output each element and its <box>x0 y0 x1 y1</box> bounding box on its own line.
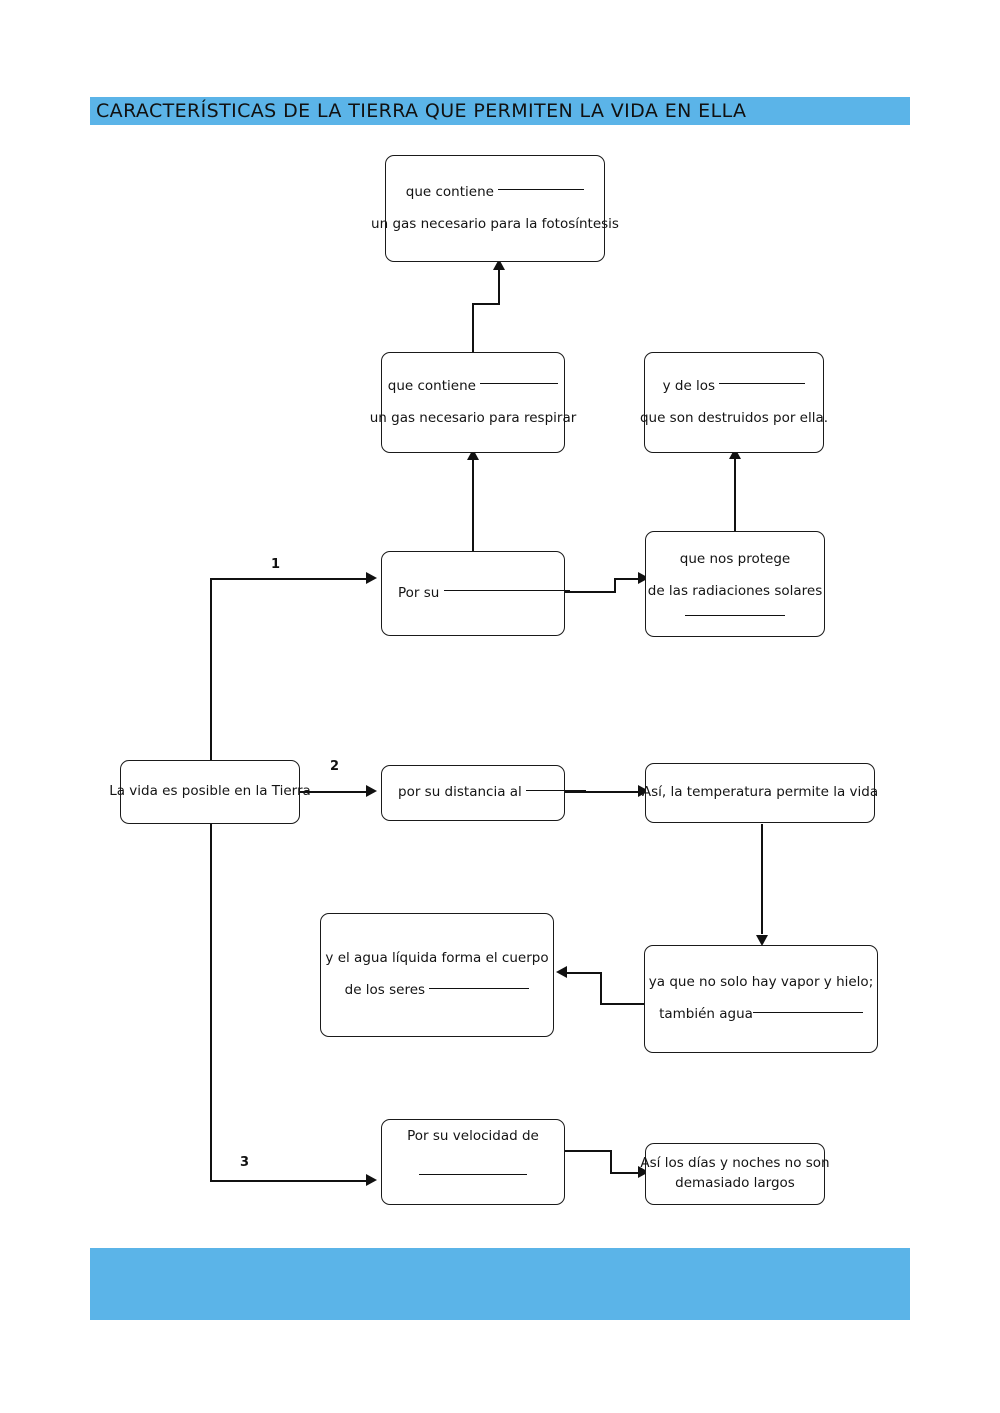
page-title: CARACTERÍSTICAS DE LA TIERRA QUE PERMITE… <box>96 100 747 122</box>
node-velocidad[interactable]: Por su velocidad de <box>381 1119 565 1205</box>
edge-spine-upper <box>210 578 212 768</box>
fill-in-blank[interactable] <box>419 1173 527 1175</box>
node-destruidos[interactable]: y de los que son destruidos por ella. <box>640 352 828 453</box>
node-raiz[interactable]: La vida es posible en la Tierra <box>109 760 311 824</box>
node-respirar-line1: que contiene <box>388 378 559 395</box>
node-dias-noches[interactable]: Así los días y noches no son demasiado l… <box>640 1143 830 1205</box>
node-vapor-hielo[interactable]: ya que no solo hay vapor y hielo; tambié… <box>644 945 878 1053</box>
edge-por-su-to-protege-riser <box>614 578 616 593</box>
fill-in-blank[interactable] <box>480 383 559 385</box>
node-destruidos-line1: y de los <box>663 378 806 395</box>
title-banner <box>90 97 910 125</box>
edge-distancia-to-temperatura <box>564 791 640 793</box>
node-temperatura-line1: Así, la temperatura permite la vida <box>641 784 879 801</box>
edge-spine-lower <box>210 816 212 1181</box>
node-temperatura[interactable]: Así, la temperatura permite la vida <box>641 763 879 823</box>
node-protege-line1: que nos protege <box>679 550 791 567</box>
node-raiz-line1: La vida es posible en la Tierra <box>109 783 311 800</box>
node-por-su-line1: Por su <box>390 585 570 602</box>
fill-in-blank[interactable] <box>719 383 806 385</box>
edge-respirar-riser <box>472 303 474 353</box>
node-distancia[interactable]: por su distancia al <box>381 765 587 821</box>
node-protege-line2: de las radiaciones solares <box>647 582 823 599</box>
node-agua-liquida-line1: y el agua líquida forma el cuerpo <box>325 950 549 967</box>
fill-in-blank[interactable] <box>752 1011 863 1013</box>
edge-velocidad-to-dias-riser <box>610 1150 612 1174</box>
edge-por-su-to-protege-b <box>614 578 640 580</box>
arrowhead-por-su-to-protege <box>638 572 649 584</box>
node-vapor-hielo-line1: ya que no solo hay vapor y hielo; <box>648 974 874 991</box>
arrowhead-respirar-to-fotosintesis <box>493 259 505 270</box>
node-dias-noches-line2: demasiado largos <box>675 1175 795 1191</box>
edge-velocidad-to-dias-a <box>564 1150 612 1152</box>
edge-raiz-to-distancia <box>300 791 368 793</box>
fill-in-blank[interactable] <box>429 987 530 989</box>
arrowhead-protege-to-destruidos <box>729 448 741 459</box>
arrowhead-vapor-to-agua <box>556 966 567 978</box>
node-destruidos-line2: que son destruidos por ella. <box>639 409 829 426</box>
fill-in-blank[interactable] <box>685 615 785 617</box>
arrowhead-distancia-to-temperatura <box>638 785 649 797</box>
edge-vapor-to-agua-a <box>600 1003 646 1005</box>
arrowhead-raiz-to-velocidad <box>366 1174 377 1186</box>
node-respirar-line2: un gas necesario para respirar <box>369 409 577 426</box>
arrowhead-por-su-to-respirar <box>467 449 479 460</box>
fill-in-blank[interactable] <box>498 189 585 191</box>
fill-in-blank[interactable] <box>526 789 587 791</box>
node-respirar[interactable]: que contiene un gas necesario para respi… <box>370 352 576 453</box>
footer-banner <box>90 1248 910 1320</box>
node-fotosintesis-line2: un gas necesario para la fotosíntesis <box>371 215 619 232</box>
edge-protege-to-destruidos <box>734 455 736 532</box>
node-distancia-line1: por su distancia al <box>390 784 587 801</box>
edge-raiz-to-velocidad <box>210 1180 368 1182</box>
node-agua-liquida-line2: de los seres <box>345 982 530 999</box>
node-fotosintesis-line1: que contiene <box>406 184 585 201</box>
arrowhead-temperatura-to-vapor <box>756 935 768 946</box>
node-por-su[interactable]: Por su <box>381 551 570 636</box>
node-protege[interactable]: que nos protege de las radiaciones solar… <box>645 531 825 637</box>
node-velocidad-line1: Por su velocidad de <box>407 1128 539 1144</box>
branch-label-three: 3 <box>240 1155 250 1170</box>
node-vapor-hielo-line2: también agua <box>659 1006 863 1023</box>
edge-por-su-to-protege-a <box>564 591 616 593</box>
branch-label-one: 1 <box>271 557 281 572</box>
edge-temperatura-to-vapor <box>761 824 763 934</box>
edge-por-su-to-respirar <box>472 456 474 551</box>
edge-respirar-elbow <box>472 303 500 305</box>
arrowhead-velocidad-to-dias <box>638 1166 649 1178</box>
edge-raiz-to-por-su <box>210 578 368 580</box>
edge-vapor-to-agua-riser <box>600 972 602 1005</box>
arrowhead-raiz-to-por-su <box>366 572 377 584</box>
fill-in-blank[interactable] <box>443 590 570 592</box>
arrowhead-raiz-to-distancia <box>366 785 377 797</box>
branch-label-two: 2 <box>330 759 340 774</box>
edge-respirar-to-fotosintesis <box>498 267 500 304</box>
node-fotosintesis[interactable]: que contiene un gas necesario para la fo… <box>371 155 619 262</box>
node-dias-noches-line1: Así los días y noches no son <box>640 1155 830 1172</box>
edge-vapor-to-agua-b <box>567 972 602 974</box>
edge-velocidad-to-dias-b <box>610 1172 640 1174</box>
node-agua-liquida[interactable]: y el agua líquida forma el cuerpo de los… <box>320 913 554 1037</box>
